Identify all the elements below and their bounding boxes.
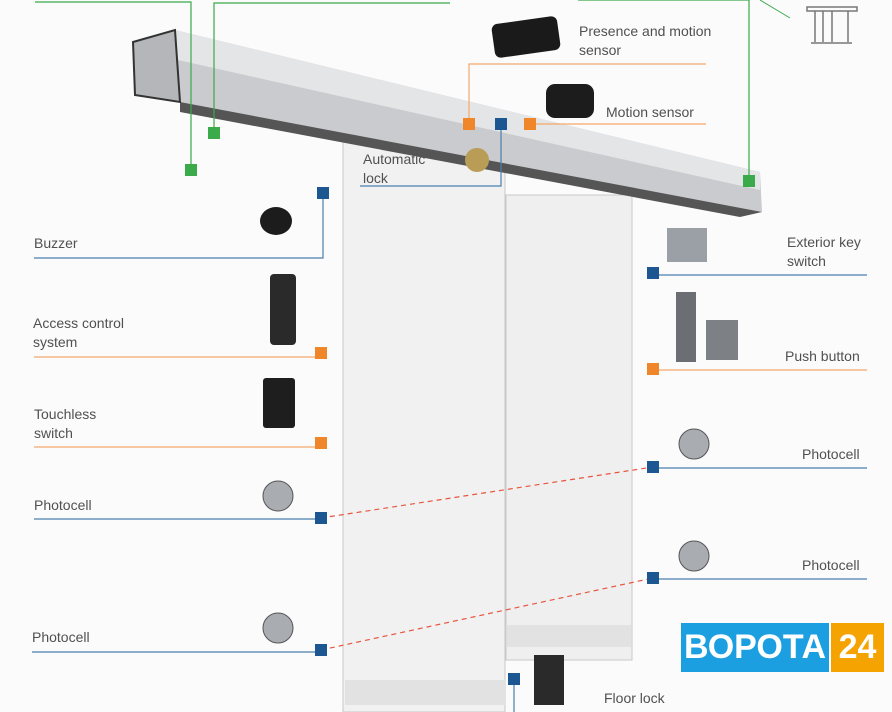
left-door-panel [342,134,506,712]
right-door-panel [505,194,633,661]
presence-sensor-device [491,16,561,58]
label-access-control: Access control system [33,315,125,350]
push-button-device [676,292,696,362]
photocell-beam [320,577,654,651]
label-photocell: Photocell [32,629,90,645]
label-automatic-lock: Automatic lock [363,151,426,186]
motion-sensor-device [546,84,594,118]
label-floor-lock: Floor lock [604,690,665,706]
logo-number: 24 [831,623,884,672]
touchless-switch-device [263,378,295,428]
key-switch-device [667,228,707,262]
label-motion-sensor: Motion sensor [606,104,694,120]
photocell-beam [320,466,654,519]
logo-text: ВОРОТА [681,623,829,672]
label-presence-motion-sensor: Presence and motion sensor [579,23,712,58]
label-buzzer: Buzzer [34,235,78,251]
label-photocell: Photocell [34,497,92,513]
label-photocell: Photocell [802,557,860,573]
door-frame-icon [806,6,858,44]
label-touchless-switch: Touchless switch [34,406,97,441]
access-control-device [270,274,296,345]
label-photocell: Photocell [802,446,860,462]
buzzer-device [260,207,292,235]
label-exterior-key-switch: Exterior key switch [787,234,861,269]
connection-markers [185,118,755,685]
label-push-button: Push button [785,348,860,364]
photocell-device [262,428,710,644]
automatic-lock-device [465,148,489,172]
floor-lock-device [534,655,564,705]
